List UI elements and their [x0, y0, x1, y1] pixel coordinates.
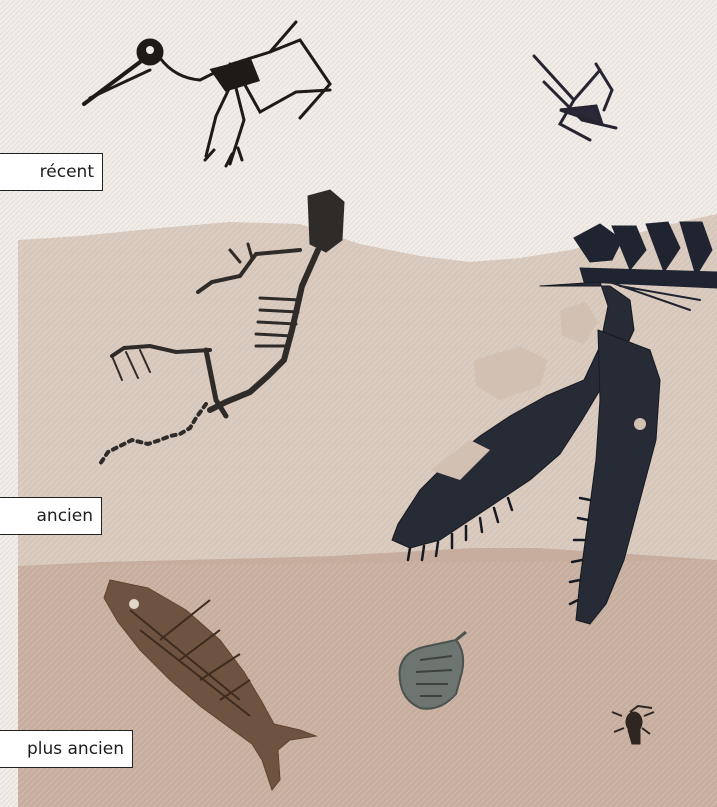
trilobite-fossil-icon	[400, 632, 466, 709]
fish-fossil-icon	[104, 580, 316, 790]
dinosaur-skull-icon	[392, 282, 660, 624]
label-ancien: ancien	[0, 497, 102, 535]
dinosaur-vertebrae-icon	[574, 222, 717, 310]
pterosaur-skeleton-icon	[84, 22, 330, 166]
label-plus-ancien: plus ancien	[0, 730, 133, 768]
label-recent: récent	[0, 153, 103, 191]
small-bird-skeleton-icon	[534, 56, 616, 140]
mammal-skeleton-icon	[100, 190, 344, 464]
insect-fossil-icon	[612, 706, 654, 744]
